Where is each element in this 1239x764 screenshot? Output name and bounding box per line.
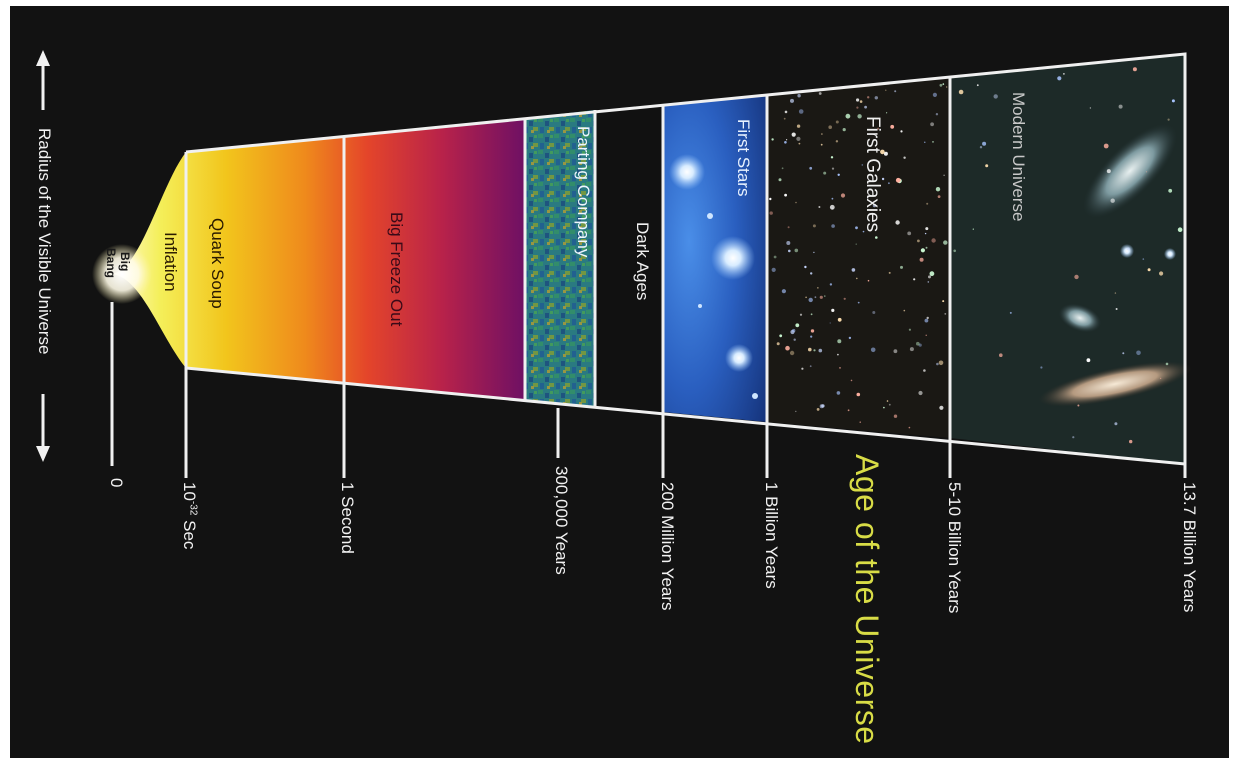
tick-label-10-32-sec: 10-32 Sec <box>180 482 199 550</box>
tick-label-sec-exponent: -32 <box>187 500 199 516</box>
era-label-modern-universe: Modern Universe <box>1009 92 1028 222</box>
big-bang-glow <box>92 244 152 304</box>
tick-label-sec-base: 10 <box>180 482 199 501</box>
tick-label-1-second: 1 Second <box>338 482 357 554</box>
tick-label-sec-unit: Sec <box>180 520 199 550</box>
tick-label-13-7-billion-years: 13.7 Billion Years <box>1180 482 1199 613</box>
timeline-funnel <box>36 50 1192 478</box>
era-label-inflation: Inflation <box>161 232 180 292</box>
era-label-parting-company: Parting Company <box>574 126 593 258</box>
modern-universe-dots <box>953 67 1183 444</box>
era-label-first-stars: First Stars <box>734 119 753 197</box>
tick-label-5-10-billion-years: 5-10 Billion Years <box>945 482 964 614</box>
dark-ages-region <box>595 104 663 412</box>
era-label-dark-ages: Dark Ages <box>633 222 652 301</box>
radius-axis-label: Radius of the Visible Universe <box>35 128 54 355</box>
tick-label-zero: 0 <box>107 478 126 488</box>
first-galaxies-region <box>767 78 950 438</box>
era-label-quark-soup: Quark Soup <box>208 218 227 309</box>
era-label-big-freeze-out: Big Freeze Out <box>387 212 406 327</box>
big-bang-label-line1: Big <box>118 252 132 272</box>
tick-label-1-billion-years: 1 Billion Years <box>762 482 781 589</box>
age-of-universe-title: Age of the Universe <box>849 454 885 745</box>
early-universe-region <box>110 118 525 402</box>
era-boundaries <box>110 54 1187 478</box>
tick-label-200-million-years: 200 Million Years <box>658 482 677 611</box>
diagram-canvas: Radius of the Visible Universe Big Bang … <box>10 6 1229 758</box>
parting-company-region <box>525 110 595 408</box>
first-galaxies-dots <box>769 83 948 429</box>
tick-label-300000-years: 300,000 Years <box>552 466 571 575</box>
era-label-first-galaxies: First Galaxies <box>862 116 883 233</box>
radius-axis-arrow <box>36 50 50 462</box>
big-bang-label-line2: Bang <box>104 248 118 278</box>
